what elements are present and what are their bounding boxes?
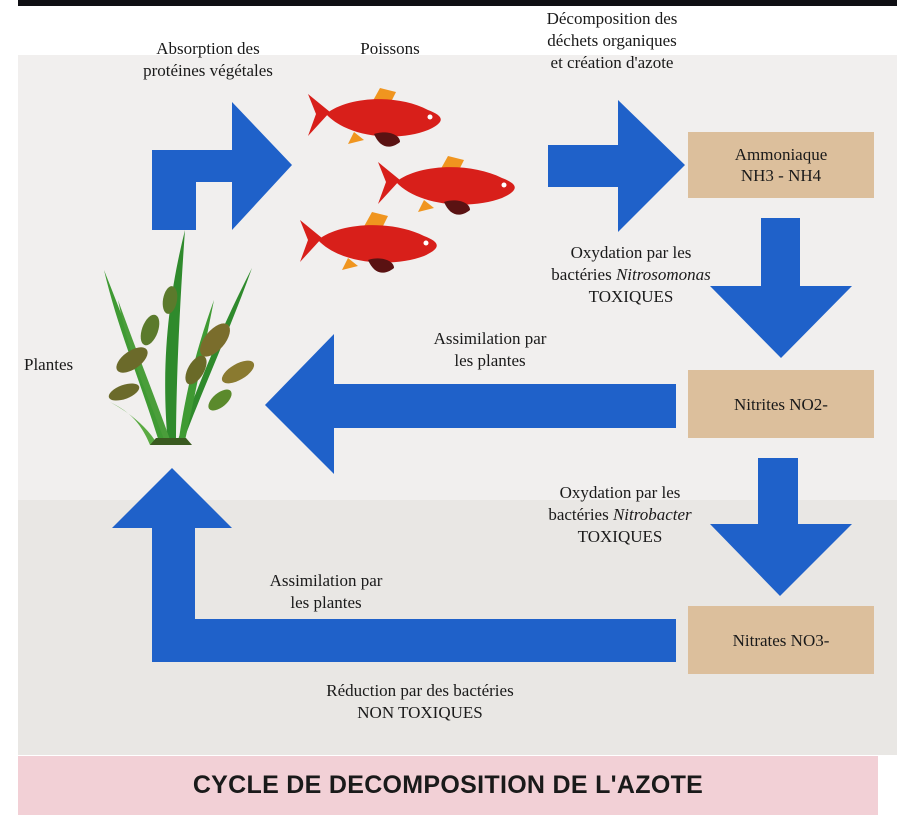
fish-icon [300, 212, 437, 273]
label-plantes-text: Plantes [24, 354, 104, 376]
label-oxydation-nitrobacter: Oxydation par les bactéries Nitrobacter … [500, 482, 740, 548]
box-nitrates: Nitrates NO3- [688, 606, 874, 674]
label-oxydation2-line2: bactéries Nitrobacter [500, 504, 740, 526]
label-oxydation1-toxiques: TOXIQUES [506, 286, 756, 308]
label-decomposition: Décomposition des déchets organiques et … [492, 8, 732, 74]
label-oxydation2-bacteries: bactéries [548, 505, 613, 524]
label-nitrobacter: Nitrobacter [613, 505, 692, 524]
page-title: CYCLE DE DECOMPOSITION DE L'AZOTE [18, 756, 878, 815]
label-reduction-line2: NON TOXIQUES [270, 702, 570, 724]
label-oxydation1-line2: bactéries Nitrosomonas [506, 264, 756, 286]
label-oxydation1-line1: Oxydation par les [506, 242, 756, 264]
box-nitrites-text: Nitrites NO2- [734, 394, 828, 415]
label-plantes: Plantes [24, 354, 104, 376]
fish-icon [308, 88, 441, 147]
label-decomposition-line2: déchets organiques [492, 30, 732, 52]
label-oxydation2-line1: Oxydation par les [500, 482, 740, 504]
label-assimilation2-line1: Assimilation par [236, 570, 416, 592]
label-nitrosomonas: Nitrosomonas [616, 265, 711, 284]
label-oxydation-nitrosomonas: Oxydation par les bactéries Nitrosomonas… [506, 242, 756, 308]
box-ammoniaque-line1: Ammoniaque [735, 144, 828, 165]
box-ammoniaque: Ammoniaque NH3 - NH4 [688, 132, 874, 198]
label-decomposition-line1: Décomposition des [492, 8, 732, 30]
arrow-icon [548, 100, 685, 232]
box-nitrates-text: Nitrates NO3- [733, 630, 830, 651]
label-decomposition-line3: et création d'azote [492, 52, 732, 74]
label-oxydation1-bacteries: bactéries [551, 265, 616, 284]
label-oxydation2-toxiques: TOXIQUES [500, 526, 740, 548]
label-assimilation2-line2: les plantes [236, 592, 416, 614]
box-nitrites: Nitrites NO2- [688, 370, 874, 438]
label-absorption-line1: Absorption des [108, 38, 308, 60]
label-absorption: Absorption des protéines végétales [108, 38, 308, 82]
label-poissons-text: Poissons [340, 38, 440, 60]
label-absorption-line2: protéines végétales [108, 60, 308, 82]
label-assimilation1-line1: Assimilation par [400, 328, 580, 350]
plant-icon [104, 230, 258, 445]
label-reduction: Réduction par des bactéries NON TOXIQUES [270, 680, 570, 724]
label-poissons: Poissons [340, 38, 440, 60]
label-assimilation-1: Assimilation par les plantes [400, 328, 580, 372]
box-ammoniaque-line2: NH3 - NH4 [741, 165, 821, 186]
arrow-icon [152, 102, 292, 230]
fish-icon [378, 156, 515, 215]
label-assimilation1-line2: les plantes [400, 350, 580, 372]
label-reduction-line1: Réduction par des bactéries [270, 680, 570, 702]
label-assimilation-2: Assimilation par les plantes [236, 570, 416, 614]
